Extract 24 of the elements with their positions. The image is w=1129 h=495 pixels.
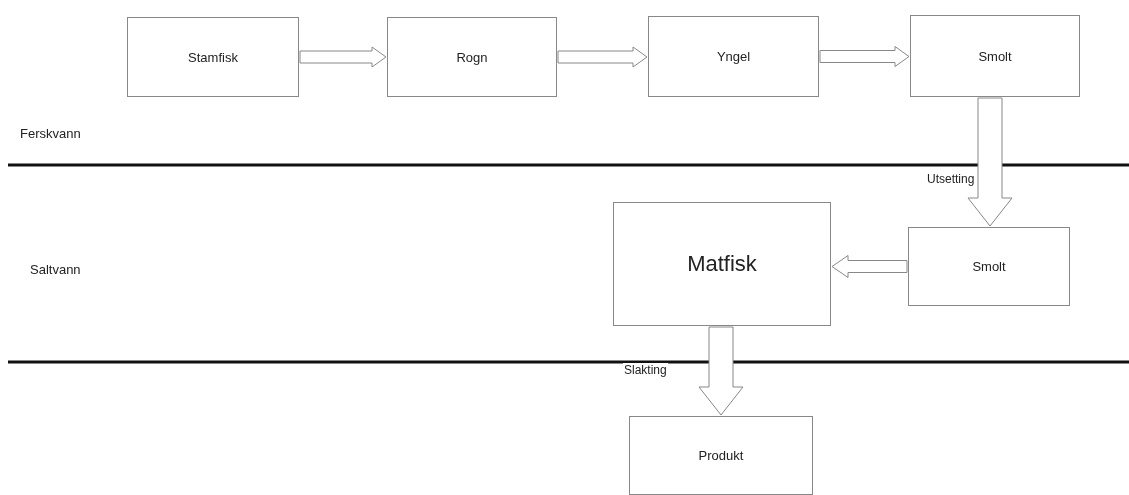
process-box (908, 227, 1070, 306)
block-arrow (698, 326, 744, 416)
block-arrow (299, 46, 387, 68)
box-label: Matfisk (687, 251, 757, 277)
block-arrow (831, 255, 908, 278)
process-box (629, 416, 813, 495)
block-arrow (967, 97, 1013, 227)
process-box (127, 17, 299, 97)
process-box (910, 15, 1080, 97)
box-label: Stamfisk (188, 49, 238, 65)
edge-label: Slakting (623, 363, 668, 377)
process-box (648, 16, 819, 97)
box-label: Smolt (978, 48, 1012, 64)
zone-label: Saltvann (30, 262, 81, 277)
edge-label: Utsetting (926, 172, 976, 186)
block-arrow (819, 46, 910, 67)
box-label: Produkt (698, 448, 744, 463)
block-arrow (557, 46, 648, 68)
zone-label: Ferskvann (20, 126, 81, 141)
box-label: Rogn (456, 49, 488, 65)
box-label: Smolt (972, 259, 1006, 274)
process-box (387, 17, 557, 97)
box-label: Yngel (716, 49, 751, 64)
process-box (613, 202, 831, 326)
